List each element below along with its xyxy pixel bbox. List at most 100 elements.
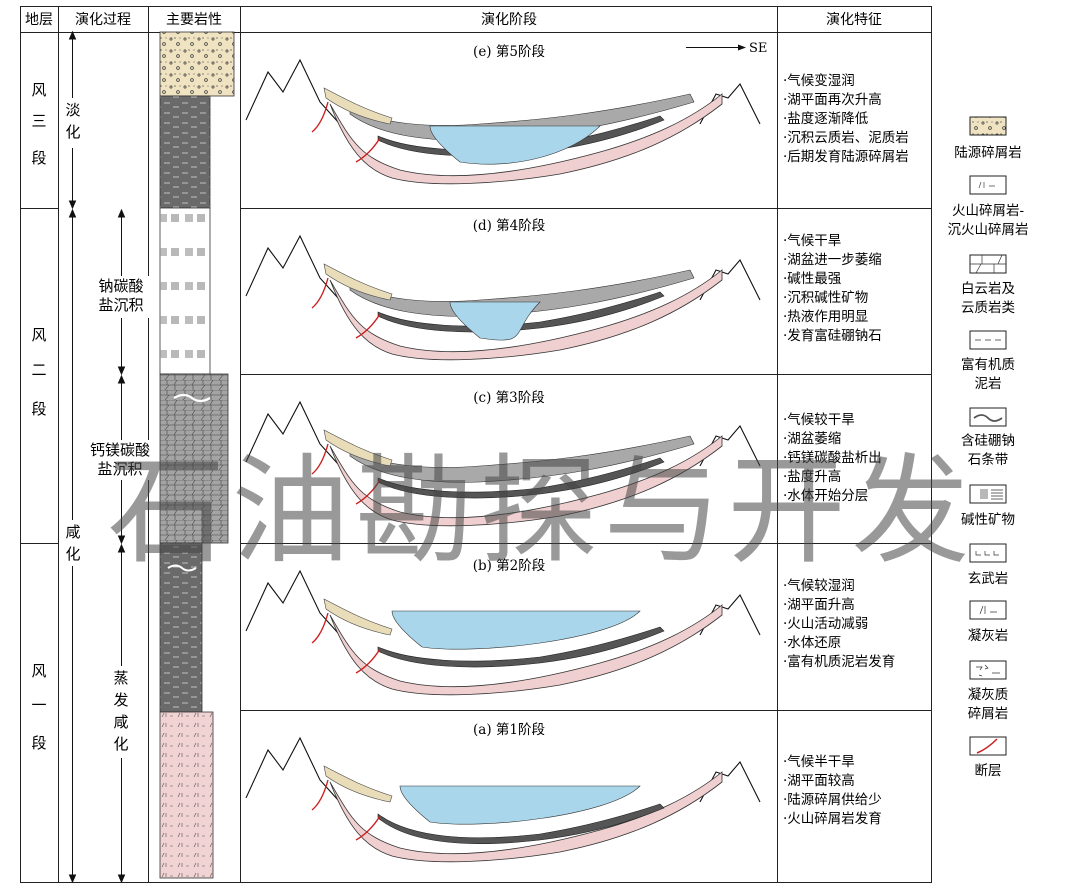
ca-mg-carbonate-line-1: 钙镁碳酸 [90,441,150,459]
stage-c-title: (c) 第3阶段 [473,389,544,406]
sodium-carbonate-line-1: 钠碳酸 [98,277,143,295]
legend-tuffaceous-clastic-label-2: 碎屑岩 [968,706,1009,722]
legend-tuff-icon [969,600,1007,620]
legend-volcaniclastic-icon [969,175,1007,195]
evaporation-char-2: 发 [113,691,128,709]
legend-fault-label: 断层 [975,763,1002,779]
stage-d-clastic-rim [323,263,393,301]
stage-a-feature-1: ·气候半干旱 [783,754,855,770]
stage-e-title: (e) 第5阶段 [473,43,545,60]
stage-d-basin-fill [329,269,723,361]
stage-b-feature-2: ·湖平面升高 [783,596,855,613]
stage-e-feature-3: ·盐度逐渐降低 [783,111,869,127]
stage-e-fault-1 [311,101,329,133]
legend-fault-icon [969,736,1007,756]
header-evolution-features: 演化特征 [826,12,882,28]
stratum-1-char-3: 段 [31,734,46,752]
legend-reedmergnerite-band-label-2: 石条带 [968,451,1009,468]
stage-e-feature-4: ·沉积云质岩、泥质岩 [783,130,909,146]
stage-e-lake-water [429,125,601,165]
stage-b-fault-2 [355,648,381,674]
direction-arrow: SE [686,41,767,56]
legend-tuffaceous-clastic-label-1: 凝灰质 [968,687,1009,703]
stage-c-feature-1: ·气候较干旱 [783,412,855,428]
stage-a-feature-2: ·湖平面较高 [783,772,855,789]
stage-d-feature-3: ·碱性最强 [783,271,842,287]
stage-d-dolomite-layer [349,269,695,317]
strata-column: 风 三 段 风 二 段 风 一 段 [31,81,46,752]
stage-d-feature-6: ·发育富硅硼钠石 [783,327,882,344]
stage-b-feature-1: ·气候较湿润 [783,578,855,594]
stratum-1-char-1: 风 [31,662,46,680]
legend-dolomite-label-2: 云质岩类 [961,300,1015,316]
stage-c-feature-2: ·湖盆萎缩 [783,431,841,447]
header-main-lithology: 主要岩性 [166,12,222,28]
legend-alkaline-mineral-icon [969,484,1007,504]
stage-c-feature-4: ·盐度升高 [783,468,841,485]
stage-c-fault-2 [355,479,381,505]
stage-e-basin-fill [329,93,723,185]
stage-c-dolomite-layer [349,435,695,483]
stratum-1-char-2: 一 [31,696,46,714]
stage-a-feature-3: ·陆源碎屑供给少 [783,792,882,808]
stage-a-mudstone-band [377,803,665,844]
legend-reedmergnerite-band-icon [969,407,1007,427]
stage-a-basin-fill [329,771,723,863]
stage-c-fault-1 [311,443,329,475]
stage-a-clastic-rim [323,765,393,803]
header-evolution-stage: 演化阶段 [481,12,537,28]
evaporation-char-3: 咸 [113,713,128,731]
stage-d-fault-2 [355,313,381,339]
stage-d-feature-1: ·气候干旱 [783,233,841,249]
evaporation-char-1: 蒸 [113,669,128,687]
stage-d-feature-4: ·沉积碱性矿物 [783,290,868,306]
stratum-3-char-1: 风 [31,81,46,99]
stage-d-title: (d) 第4阶段 [473,217,546,234]
ca-mg-carbonate-line-2: 盐沉积 [97,460,142,478]
freshening-char-2: 化 [65,123,80,141]
stage-b-clastic-rim [323,598,393,636]
legend-terrigenous-clastic-icon [969,116,1007,136]
header-evolution-process: 演化过程 [75,12,131,28]
stage-a-fault-1 [311,779,329,811]
stage-c-mudstone-band [377,457,665,499]
stratum-3-char-2: 三 [31,112,46,130]
stage-e-feature-2: ·湖平面再次升高 [783,91,882,108]
stage-e-clastic-rim [323,87,393,125]
stage-d-lake-water [449,301,541,341]
stage-b-feature-5: ·富有机质泥岩发育 [783,653,895,670]
stage-titles: (e) 第5阶段 (d) 第4阶段 (c) 第3阶段 (b) 第2阶段 (a) … [473,43,546,738]
stage-b-title: (b) 第2阶段 [473,557,546,574]
lithology-column [159,31,235,879]
stage-b-mudstone-band [377,626,665,668]
stage-d-feature-5: ·热液作用明显 [783,309,868,325]
stage-a-lake-water [399,785,641,825]
freshening-char-1: 淡 [65,101,80,119]
legend-tuffaceous-clastic-icon [969,660,1007,680]
table-frame [20,6,932,883]
evaporation-char-4: 化 [113,735,128,753]
legend-volcaniclastic-label-1: 火山碎屑岩- [952,203,1024,219]
stage-e-feature-5: ·后期发育陆源碎屑岩 [783,149,909,165]
stage-c-feature-5: ·水体开始分层 [783,488,868,504]
legend-dolomite-label-1: 白云岩及 [961,281,1015,297]
process-labels: 淡 化 咸 化 钠碳酸 盐沉积 钙镁碳酸 盐沉积 蒸 发 咸 化 [62,98,156,758]
stratum-3-char-3: 段 [31,149,46,167]
stage-e-feature-1: ·气候变湿润 [783,73,855,89]
legend-volcaniclastic-label-2: 沉火山碎屑岩 [948,222,1029,238]
legend: 陆源碎屑岩 火山碎屑岩- 沉火山碎屑岩 白云岩及 云质岩类 富有机质 泥岩 含硅… [948,116,1029,779]
legend-tuff-label: 凝灰岩 [968,628,1009,644]
stratum-2-char-2: 二 [31,361,46,379]
stage-c-clastic-rim [323,429,393,467]
salinization-char-2: 化 [65,545,80,563]
legend-organic-mudstone-label-1: 富有机质 [961,356,1015,373]
direction-label: SE [749,41,767,56]
stage-b-fault-1 [311,612,329,644]
legend-alkaline-mineral-label: 碱性矿物 [961,512,1015,528]
header-stratum: 地层 [25,12,53,28]
table-header: 地层 演化过程 主要岩性 演化阶段 演化特征 [25,12,882,28]
legend-reedmergnerite-band-label-1: 含硅硼钠 [961,433,1015,449]
stage-panels [245,58,761,863]
stratum-2-char-3: 段 [31,400,46,418]
